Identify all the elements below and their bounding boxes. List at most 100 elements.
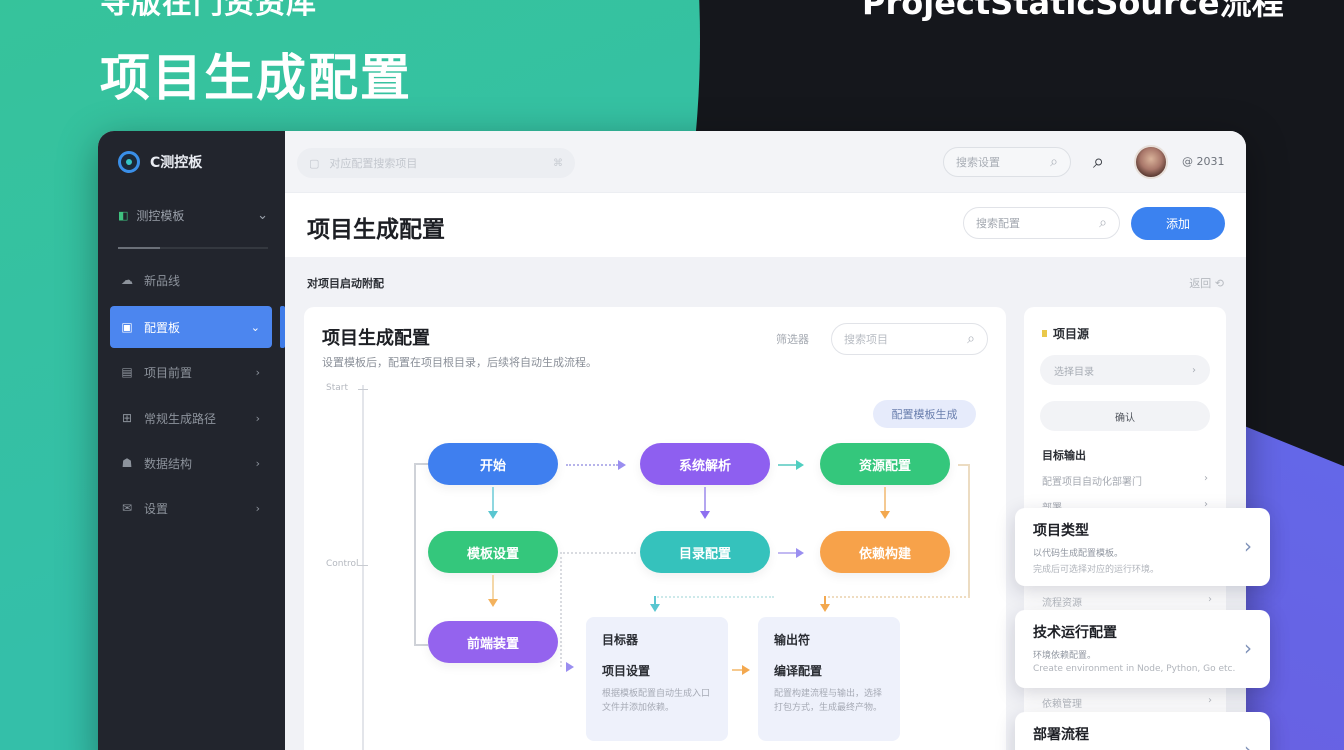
hero-title: 项目生成配置 (100, 49, 412, 107)
card-description: 设置模板后，配置在项目根目录，后续将自动生成流程。 (322, 356, 597, 369)
list-item[interactable]: 依赖管理 › (1042, 695, 1212, 710)
breadcrumb-label[interactable]: 对项目启动附配 (307, 277, 384, 290)
search-placeholder: 搜索项目 (844, 333, 888, 346)
list-item[interactable]: 配置项目自动化部署门 › (1042, 473, 1208, 488)
info-box-text: 根据模板配置自动生成入口文件并添加依赖。 (602, 689, 711, 713)
sidebar-item-1[interactable]: ☁ 新品线 (110, 259, 272, 301)
panel-title-text: 项目源 (1053, 327, 1090, 341)
timeline-axis (362, 385, 364, 750)
chevron-right-icon: › (1244, 636, 1252, 660)
select-label: 选择目录 (1054, 366, 1094, 378)
hero-right-text: ProjectStaticSource流程 (862, 0, 1284, 22)
chevron-right-icon: › (255, 456, 260, 470)
card-title: 部署流程 (1033, 727, 1089, 743)
brand-name: C测控板 (150, 155, 203, 171)
connector (824, 596, 826, 604)
search-icon: ⌕ (1099, 215, 1107, 231)
info-box-target[interactable]: 目标器 项目设置 根据模板配置自动生成入口文件并添加依赖。 (586, 617, 728, 741)
flow-node-frontend[interactable]: 前端装置 (428, 621, 558, 663)
directory-select[interactable]: 选择目录 › (1040, 355, 1210, 385)
info-box-title: 输出符 (774, 633, 811, 647)
float-card-deploy[interactable]: 部署流程 › (1015, 712, 1270, 750)
arrow-down-icon (488, 511, 498, 519)
connector (778, 552, 796, 554)
flow-node-directory[interactable]: 目录配置 (640, 531, 770, 573)
connector (414, 644, 428, 646)
package-icon: ⊞ (121, 411, 133, 425)
config-search-input[interactable]: 搜索配置 ⌕ (963, 207, 1120, 239)
add-button[interactable]: 添加 (1131, 207, 1225, 240)
search-placeholder: 对应配置搜索项目 (329, 157, 418, 170)
chevron-right-icon: › (1204, 499, 1208, 510)
sidebar-item-4[interactable]: ⊞ 常规生成路径 › (110, 397, 272, 439)
connector (654, 596, 774, 598)
list-item[interactable]: 流程资源 › (1042, 594, 1212, 609)
project-search-input[interactable]: 搜索项目 ⌕ (831, 323, 988, 355)
search-placeholder: 搜索设置 (956, 156, 1000, 169)
info-box-output[interactable]: 输出符 编译配置 配置构建流程与输出，选择打包方式，生成最终产物。 (758, 617, 900, 741)
sidebar-item-label: 常规生成路径 (144, 411, 217, 426)
float-card-tech-runtime[interactable]: 技术运行配置 环境依赖配置。 Create environment in Nod… (1015, 610, 1270, 688)
search-icon[interactable]: ⌕ (1093, 149, 1105, 173)
template-generate-button[interactable]: 配置模板生成 (873, 400, 976, 428)
chevron-right-icon: › (255, 411, 260, 425)
search-icon: ⌕ (1050, 154, 1058, 170)
card-title: 项目类型 (1033, 523, 1089, 539)
flow-node-template[interactable]: 模板设置 (428, 531, 558, 573)
settings-search-input[interactable]: 搜索设置 ⌕ (943, 147, 1071, 177)
arrow-right-icon (742, 665, 750, 675)
avatar[interactable] (1134, 145, 1168, 179)
connector (560, 552, 562, 667)
shortcut-hint: ⌘ (553, 157, 563, 169)
flow-node-build[interactable]: 依赖构建 (820, 531, 950, 573)
connector (560, 552, 636, 554)
filter-label[interactable]: 筛选器 (776, 333, 809, 346)
sidebar-item-6[interactable]: ✉ 设置 › (110, 487, 272, 529)
connector (824, 596, 970, 598)
brand[interactable]: C测控板 (118, 151, 202, 173)
flow-node-resource[interactable]: 资源配置 (820, 443, 950, 485)
chevron-right-icon: › (1192, 364, 1196, 376)
sidebar-item-5[interactable]: ☗ 数据结构 › (110, 442, 272, 484)
sidebar-group-toggle[interactable]: ◧ 测控模板 ⌄ (118, 207, 268, 224)
chevron-right-icon: › (1244, 534, 1252, 558)
page-header: 项目生成配置 搜索配置 ⌕ 添加 (285, 193, 1246, 257)
marker-icon (1042, 330, 1047, 337)
confirm-button[interactable]: 确认 (1040, 401, 1210, 431)
connector (732, 669, 742, 671)
float-card-project-type[interactable]: 项目类型 以代码生成配置模板。 完成后可选择对应的运行环境。 › (1015, 508, 1270, 586)
chevron-right-icon: › (1244, 738, 1252, 750)
arrow-down-icon (700, 511, 710, 519)
flow-node-start[interactable]: 开始 (428, 443, 558, 485)
connector (566, 464, 618, 466)
sidebar-item-3[interactable]: ▤ 项目前置 › (110, 351, 272, 393)
info-box-subtitle: 编译配置 (774, 664, 823, 678)
global-search-input[interactable]: ▢ 对应配置搜索项目 ⌘ (297, 148, 575, 178)
card-line: Create environment in Node, Python, Go e… (1033, 664, 1236, 674)
back-link[interactable]: 返回 ⟲ (1189, 277, 1224, 290)
connector (704, 487, 706, 511)
list-item-label: 流程资源 (1042, 598, 1082, 609)
folder-icon: ◧ (118, 209, 129, 222)
card-title: 项目生成配置 (322, 328, 430, 349)
sidebar-item-label: 配置板 (144, 320, 181, 335)
flow-node-parse[interactable]: 系统解析 (640, 443, 770, 485)
chevron-right-icon: › (255, 365, 260, 379)
connector (884, 487, 886, 511)
sidebar-item-2-active[interactable]: ▣ 配置板 ⌄ (110, 306, 272, 348)
card-line: 以代码生成配置模板。 (1033, 549, 1124, 559)
brand-logo-icon (118, 151, 140, 173)
arrow-right-icon (796, 460, 804, 470)
document-icon: ▢ (309, 156, 320, 170)
page-title: 项目生成配置 (307, 217, 445, 243)
arrow-down-icon (650, 604, 660, 612)
arrow-right-icon (618, 460, 626, 470)
user-label[interactable]: @ 2031 (1182, 155, 1225, 168)
section-title: 目标输出 (1042, 449, 1086, 462)
search-icon: ⌕ (967, 331, 975, 347)
hero-subtitle: 寻版在门资资库 (100, 0, 317, 21)
arrow-right-icon (796, 548, 804, 558)
connector (414, 463, 428, 465)
info-box-text: 配置构建流程与输出，选择打包方式，生成最终产物。 (774, 689, 883, 713)
list-item-label: 依赖管理 (1042, 699, 1082, 710)
